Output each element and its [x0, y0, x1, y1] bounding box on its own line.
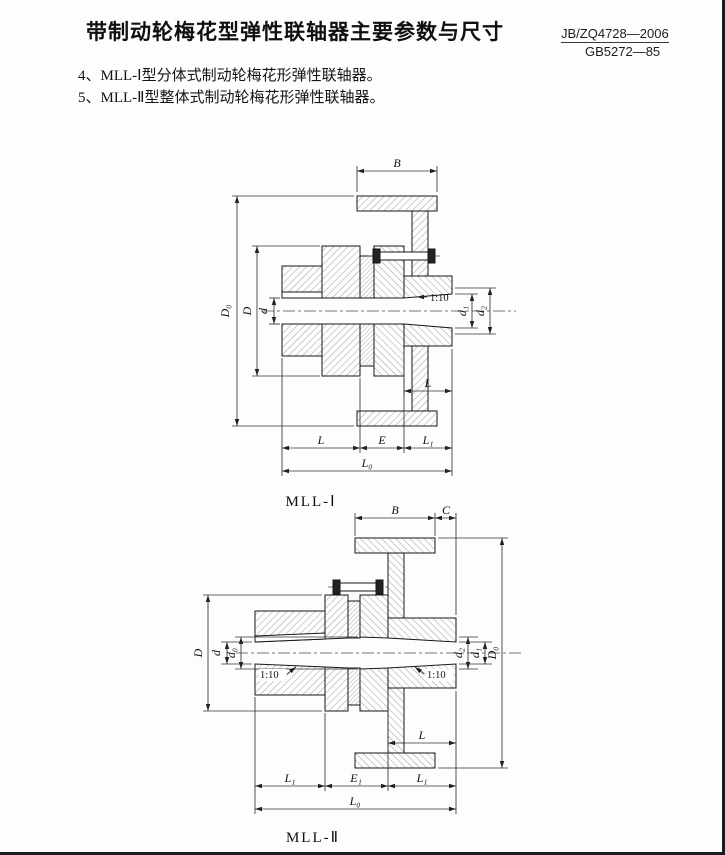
- elastomer-spider: [359, 255, 375, 367]
- dim-label-L1-left: L₁: [284, 771, 296, 785]
- dim-d1: d₁: [455, 293, 478, 329]
- taper-label: 1:10: [430, 293, 449, 304]
- dim-label-D0: D₀: [485, 647, 499, 661]
- taper-label-left: 1:10: [260, 670, 279, 681]
- flange-bolt: [328, 579, 390, 595]
- dim-label-B: B: [391, 503, 399, 517]
- dim-D0: D₀: [438, 537, 508, 769]
- dim-label-L: L: [317, 433, 325, 447]
- dim-d2: d₂: [455, 287, 496, 335]
- keyway: [254, 632, 326, 643]
- dim-L-hub: L: [387, 691, 457, 814]
- dim-d: d: [209, 641, 252, 665]
- left-half-coupling: [281, 245, 361, 377]
- brake-wheel: [354, 537, 436, 769]
- dim-label-d2: d₂: [451, 648, 465, 658]
- taper-label-right: 1:10: [427, 670, 446, 681]
- dim-d: d: [256, 297, 280, 325]
- figure2-drawing: B C D d d₀ d₂: [191, 503, 522, 814]
- dim-d1: d₁: [459, 641, 492, 665]
- dim-C: C: [435, 503, 457, 615]
- dim-label-d1: d₁: [455, 306, 469, 316]
- dim-label-d: d: [209, 649, 223, 656]
- dim-label-D: D: [240, 306, 254, 316]
- dim-label-E1: E₁: [349, 771, 362, 785]
- dim-label-L: L: [418, 728, 426, 742]
- dim-label-D0: D₀: [218, 305, 232, 319]
- dim-label-L-hub: L: [424, 376, 432, 390]
- dim-label-L1: L₁: [422, 433, 434, 447]
- dim-label-L1-right: L₁: [416, 771, 428, 785]
- dim-bottom-row: L₁ E₁ L₁ L₀: [254, 697, 456, 814]
- figure2-caption: MLL-Ⅱ: [285, 830, 341, 846]
- page-title: 带制动轮梅花型弹性联轴器主要参数与尺寸: [86, 21, 504, 44]
- dim-label-d2: d₂: [473, 306, 487, 316]
- dim-D: D: [240, 245, 320, 377]
- figure1-caption: MLL-Ⅰ: [285, 494, 337, 510]
- flange-bolt: [368, 248, 440, 264]
- figure1-drawing: B D₀ D d d₁ d₂: [218, 156, 516, 476]
- dim-B: B: [354, 503, 436, 536]
- note-item-4: 4、MLL-Ⅰ型分体式制动轮梅花形弹性联轴器。: [78, 68, 382, 84]
- keyway: [281, 291, 323, 299]
- standard-ref-2: GB5272—85: [585, 44, 661, 59]
- dim-D: D: [191, 594, 322, 712]
- dim-D0: D₀: [218, 195, 354, 427]
- dim-label-B: B: [393, 156, 401, 170]
- dim-label-L0: L₀: [361, 456, 373, 470]
- dim-label-D: D: [191, 648, 205, 658]
- dim-bottom-row: L E L₁ L₀: [281, 358, 453, 476]
- dim-label-d: d: [256, 307, 270, 314]
- dim-label-C: C: [442, 503, 451, 517]
- note-item-5: 5、MLL-Ⅱ型整体式制动轮梅花形弹性联轴器。: [78, 90, 385, 106]
- dim-d0: d₀: [224, 636, 358, 670]
- dim-label-d0: d₀: [224, 648, 238, 658]
- dim-B: B: [356, 156, 438, 192]
- elastomer-spider: [347, 600, 361, 706]
- taper-callout-right: 1:10: [414, 666, 453, 681]
- dim-label-d1: d₁: [468, 648, 482, 658]
- taper-callout: 1:10: [417, 293, 449, 304]
- standard-ref-1: JB/ZQ4728—2006: [561, 26, 669, 43]
- taper-callout-left: 1:10: [259, 666, 297, 681]
- dim-label-L0: L₀: [349, 794, 361, 808]
- dim-label-E: E: [377, 433, 386, 447]
